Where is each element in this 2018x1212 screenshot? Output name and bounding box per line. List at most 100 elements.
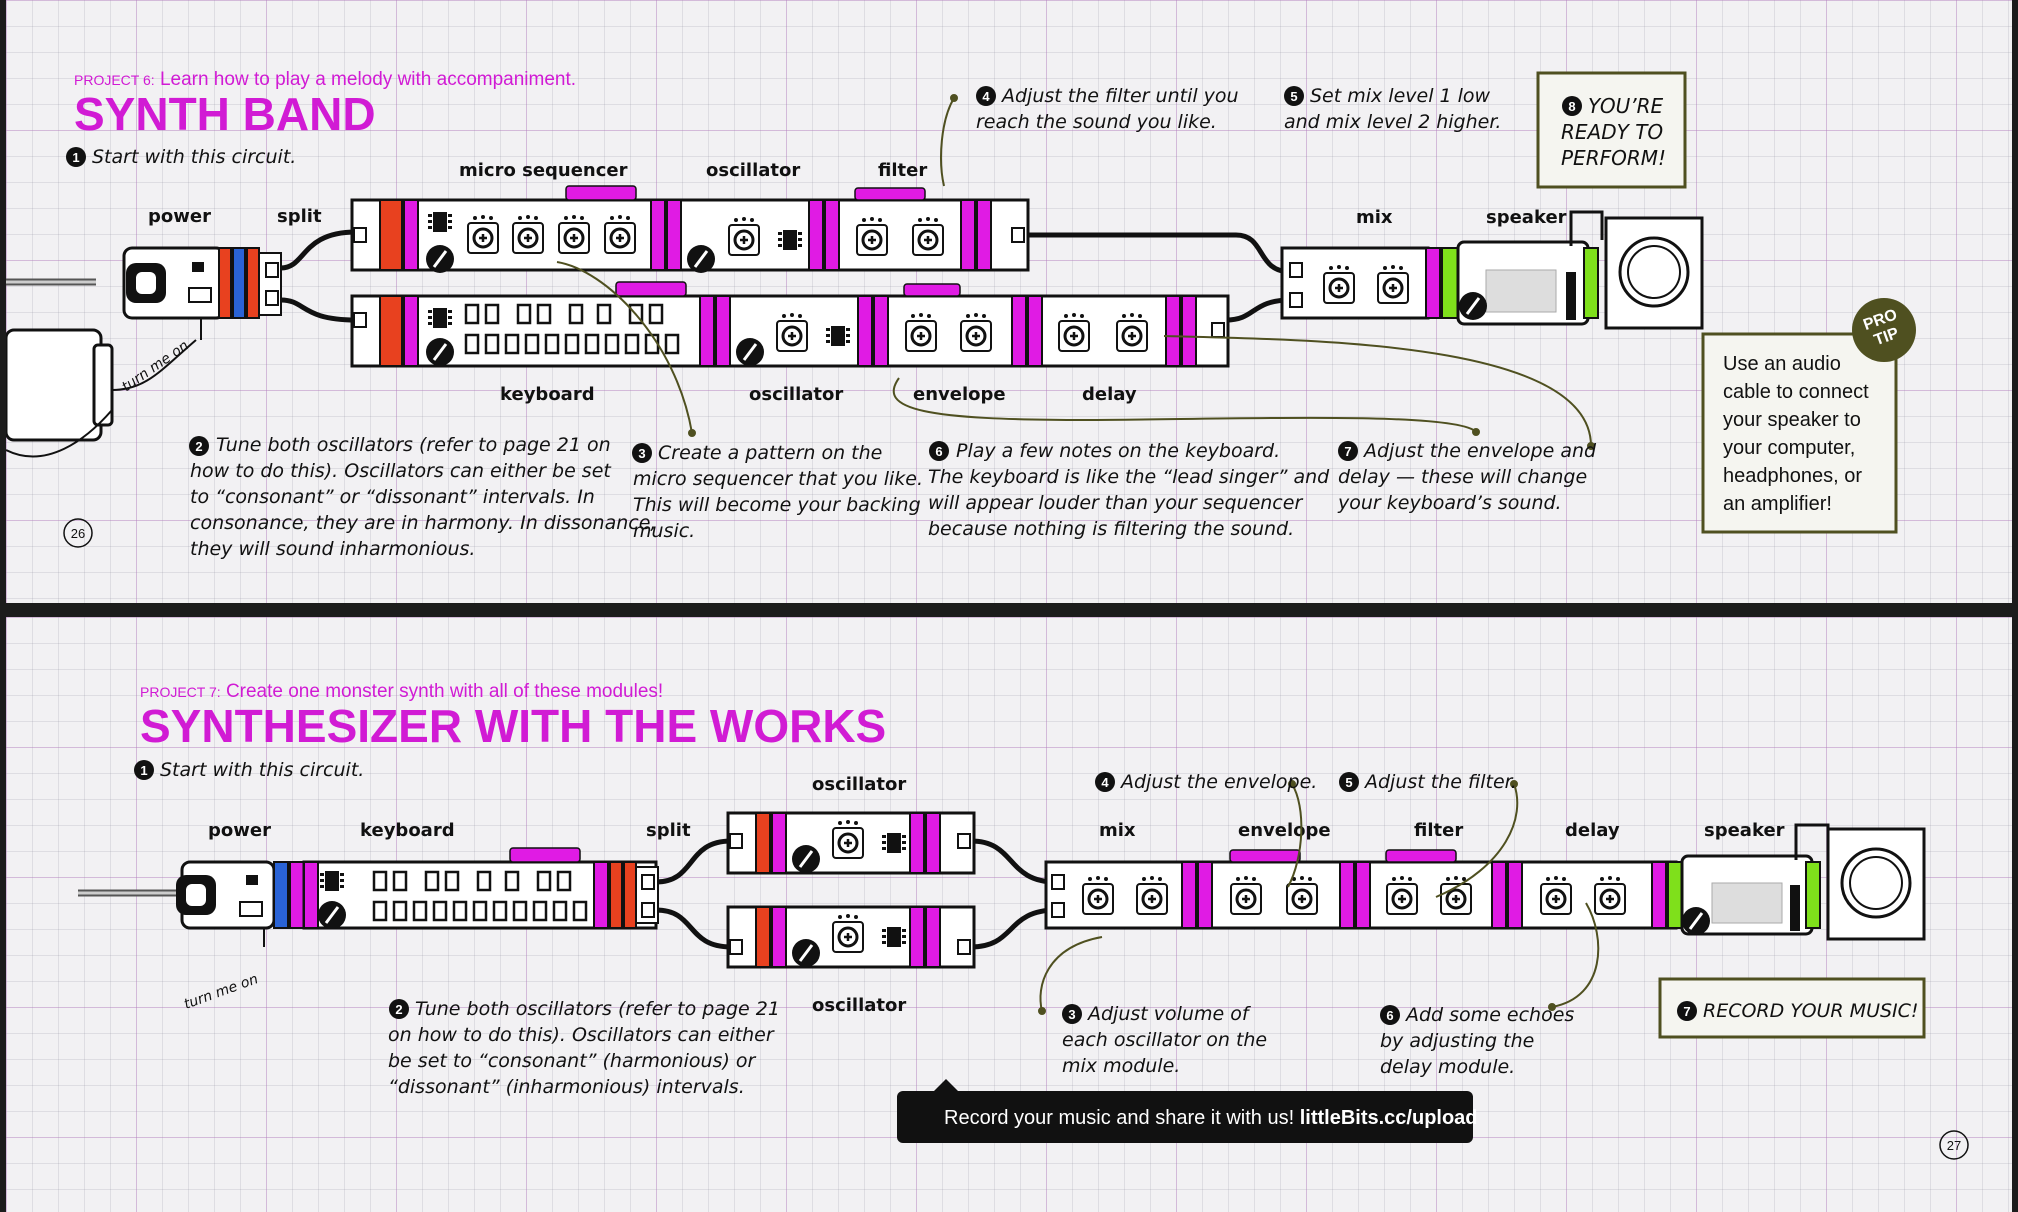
step-2-line-4: consonance, they are in harmony. In diss… bbox=[190, 512, 656, 534]
step-2-line-5: they will sound inharmonious. bbox=[190, 538, 475, 560]
page-number-circle bbox=[1939, 1130, 1969, 1160]
wire-split-top bbox=[280, 229, 357, 271]
wire-to-mix-1 bbox=[970, 838, 1057, 885]
svg-text:1: 1 bbox=[140, 763, 147, 778]
synthesizer-with-the-works-diagram: PROJECT 7: Create one monster synth with… bbox=[78, 681, 1969, 1160]
step-3-line-3: This will become your backing bbox=[633, 494, 921, 516]
step-6-line-3: will appear louder than your sequencer bbox=[928, 492, 1303, 514]
step-7-text: RECORD YOUR MUSIC! bbox=[1703, 1000, 1919, 1022]
step-8-line-3: PERFORM! bbox=[1561, 146, 1666, 170]
wire-split-bottom bbox=[280, 297, 357, 323]
pro-tip-line-6: an amplifier! bbox=[1723, 493, 1832, 515]
wire-to-mix-2 bbox=[970, 907, 1057, 950]
step-2-line-3: be set to “consonant” (harmonious) or bbox=[388, 1050, 757, 1072]
step-8-line-1: YOU’RE bbox=[1588, 94, 1664, 118]
label-oscillator-2: oscillator bbox=[812, 995, 906, 1016]
label-split: split bbox=[277, 206, 322, 227]
svg-text:2: 2 bbox=[195, 439, 202, 454]
label-delay: delay bbox=[1082, 384, 1137, 405]
step-6-line-3: delay module. bbox=[1380, 1056, 1515, 1078]
oscillator-bottom bbox=[726, 905, 976, 969]
step-2-line-2: how to do this). Oscillators can either … bbox=[190, 460, 612, 482]
label-mix: mix bbox=[1099, 820, 1136, 841]
svg-text:7: 7 bbox=[1344, 444, 1351, 459]
label-delay: delay bbox=[1565, 820, 1620, 841]
label-keyboard: keyboard bbox=[360, 820, 455, 841]
share-banner[interactable]: Record your music and share it with us! … bbox=[897, 1079, 1478, 1143]
svg-text:6: 6 bbox=[935, 444, 942, 459]
pro-tip-line-3: your speaker to bbox=[1723, 409, 1861, 431]
page-number: 26 bbox=[71, 526, 85, 541]
project-label: PROJECT 6: bbox=[74, 72, 155, 88]
svg-text:PROJECT 7: Create one monster: PROJECT 7: Create one monster synth with… bbox=[140, 681, 663, 702]
svg-text:5: 5 bbox=[1345, 775, 1352, 790]
svg-text:4: 4 bbox=[982, 89, 990, 104]
step-7-box: 7 RECORD YOUR MUSIC! bbox=[1658, 977, 1926, 1039]
pro-tip-line-4: your computer, bbox=[1723, 437, 1855, 459]
step-6-line-4: because nothing is filtering the sound. bbox=[928, 518, 1294, 540]
callout-lines bbox=[1038, 780, 1600, 1015]
keyboard-module bbox=[302, 847, 659, 931]
svg-text:8: 8 bbox=[1568, 99, 1575, 114]
step-2-line-1: Tune both oscillators (refer to page 21 … bbox=[216, 434, 611, 456]
wire-split-bottom bbox=[655, 907, 732, 950]
step-3-line-2: micro sequencer that you like. bbox=[633, 468, 923, 490]
label-oscillator: oscillator bbox=[706, 160, 800, 181]
svg-text:Record your music and share it: Record your music and share it with us! … bbox=[944, 1107, 1478, 1129]
synth-band-diagram: PROJECT 6: Learn how to play a melody wi… bbox=[6, 69, 1916, 560]
step-1-text: Start with this circuit. bbox=[92, 146, 296, 168]
power-module bbox=[176, 860, 305, 947]
label-speaker: speaker bbox=[1704, 820, 1785, 841]
pro-tip-line-5: headphones, or bbox=[1723, 465, 1862, 487]
label-oscillator-2: oscillator bbox=[749, 384, 843, 405]
upload-link[interactable]: littleBits.cc/upload bbox=[1300, 1107, 1478, 1129]
page-number-circle bbox=[63, 518, 93, 548]
callout-lines bbox=[556, 94, 1595, 450]
label-power: power bbox=[208, 820, 271, 841]
pro-tip-line-1: Use an audio bbox=[1723, 353, 1841, 375]
step-5-line-1: Set mix level 1 low bbox=[1310, 85, 1491, 107]
step-6-line-2: The keyboard is like the “lead singer” a… bbox=[928, 466, 1330, 488]
wire-split-top bbox=[655, 838, 732, 885]
power-module bbox=[122, 246, 260, 320]
top-module-chain bbox=[350, 185, 1030, 275]
step-6-line-2: by adjusting the bbox=[1380, 1030, 1534, 1052]
banner-text: Record your music and share it with us! bbox=[944, 1107, 1294, 1129]
turn-me-on-note: turn me on bbox=[182, 971, 260, 1013]
step-2-line-4: “dissonant” (inharmonious) intervals. bbox=[388, 1076, 745, 1098]
svg-text:4: 4 bbox=[1101, 775, 1109, 790]
bottom-module-chain bbox=[350, 281, 1230, 368]
svg-text:PROJECT 6: Learn how to play a: PROJECT 6: Learn how to play a melody wi… bbox=[74, 69, 576, 90]
page-number: 27 bbox=[1947, 1138, 1961, 1153]
step-2-line-2: on how to do this). Oscillators can eith… bbox=[388, 1024, 775, 1046]
step-4-text: Adjust the envelope. bbox=[1119, 771, 1317, 793]
speaker-module bbox=[1680, 823, 1926, 941]
turn-me-on-note: turn me on bbox=[119, 338, 192, 396]
label-mix: mix bbox=[1356, 207, 1393, 228]
step-6-line-1: Play a few notes on the keyboard. bbox=[956, 440, 1280, 462]
step-2-line-3: to “consonant” or “dissonant” intervals.… bbox=[190, 486, 595, 508]
mix-speaker-chain bbox=[1280, 210, 1704, 330]
step-7-line-3: your keyboard’s sound. bbox=[1337, 492, 1562, 514]
svg-text:3: 3 bbox=[1068, 1007, 1075, 1022]
step-4-line-2: reach the sound you like. bbox=[976, 111, 1217, 133]
battery-pack bbox=[6, 328, 197, 458]
label-micro-sequencer: micro sequencer bbox=[459, 160, 628, 181]
step-1-text: Start with this circuit. bbox=[160, 759, 364, 781]
oscillator-top bbox=[726, 811, 976, 875]
step-4-line-1: Adjust the filter until you bbox=[1000, 85, 1239, 107]
step-6-line-1: Add some echoes bbox=[1404, 1004, 1574, 1026]
label-envelope: envelope bbox=[913, 384, 1006, 405]
step-5-line-2: and mix level 2 higher. bbox=[1284, 111, 1501, 133]
project-subtitle: Create one monster synth with all of the… bbox=[226, 681, 663, 702]
step-3-line-1: Create a pattern on the bbox=[658, 442, 882, 464]
step-2-line-1: Tune both oscillators (refer to page 21 bbox=[415, 998, 780, 1020]
step-3-line-3: mix module. bbox=[1062, 1055, 1180, 1077]
step-5-text: Adjust the filter. bbox=[1363, 771, 1517, 793]
page-27: PROJECT 7: Create one monster synth with… bbox=[6, 617, 2012, 1212]
step-7-line-2: delay — these will change bbox=[1338, 466, 1587, 488]
label-keyboard: keyboard bbox=[500, 384, 595, 405]
step-3-line-4: music. bbox=[633, 520, 695, 542]
project-label: PROJECT 7: bbox=[140, 684, 221, 700]
step-8-line-2: READY TO bbox=[1561, 120, 1663, 144]
